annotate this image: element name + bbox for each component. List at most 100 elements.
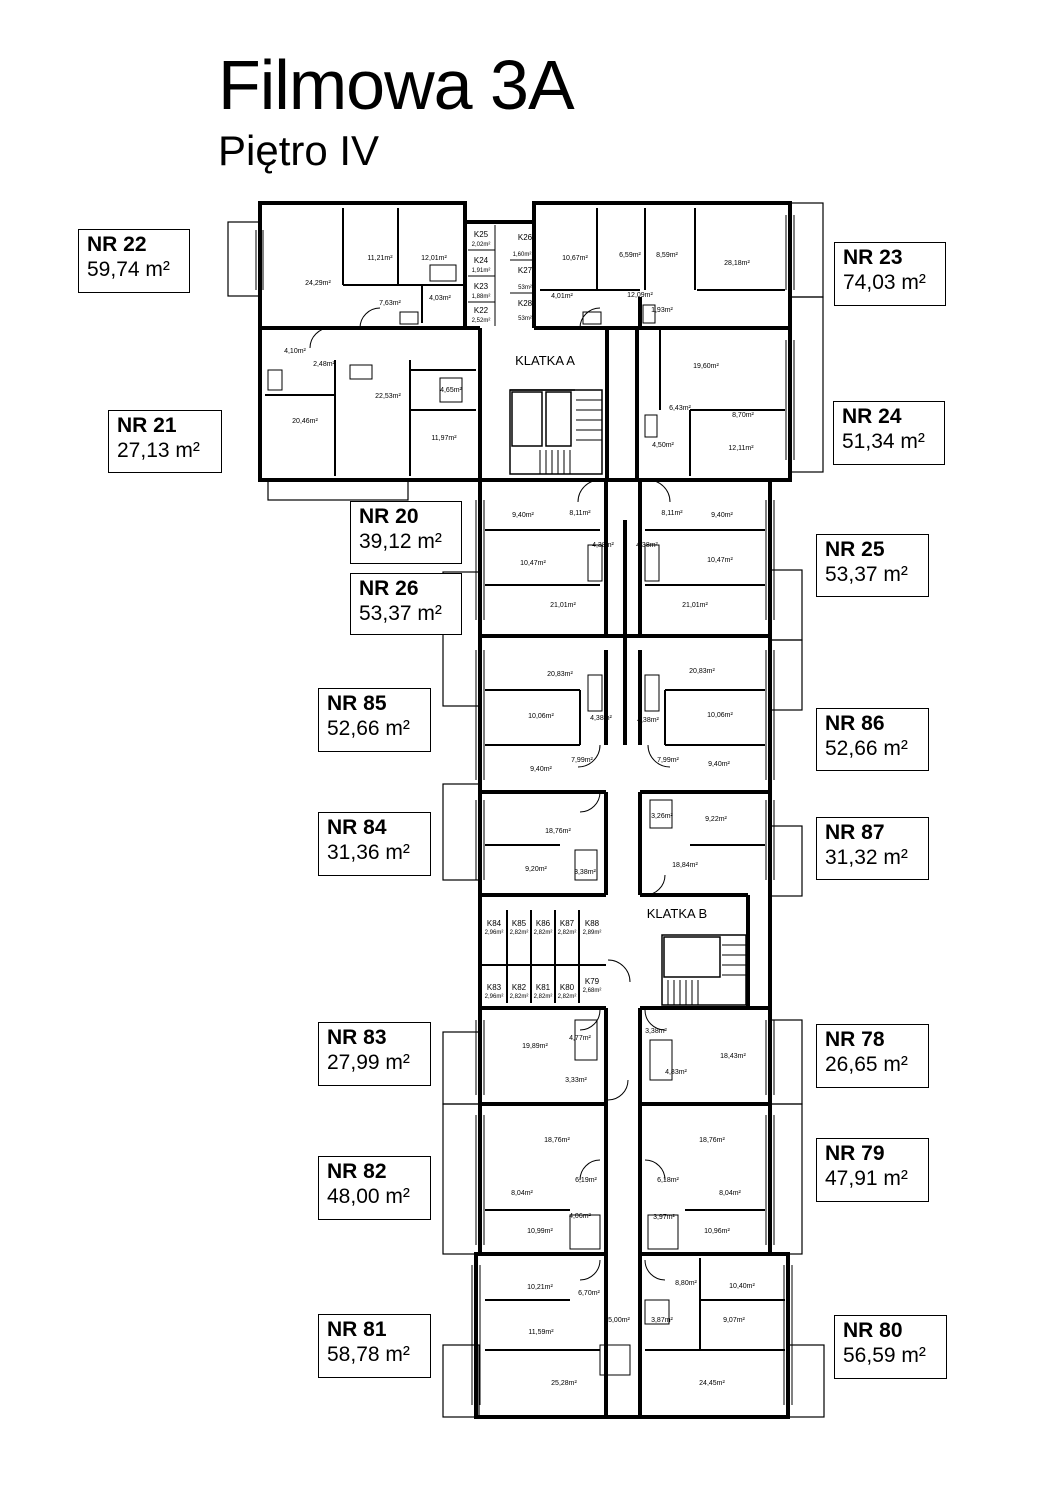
room-area: 18,43m² (720, 1053, 746, 1060)
apartment-area: 27,13 m² (117, 439, 200, 462)
apartment-nr24[interactable]: NR 24 51,34 m² (833, 401, 945, 465)
storage-area: 2,68m² (583, 988, 602, 994)
room-area: 12,11m² (728, 445, 754, 452)
storage-id: K84 (487, 919, 502, 928)
storage-top: K25 2,02m² K24 1,91m² K23 1,88m² K22 2,5… (472, 230, 533, 324)
room-area: 4,38m² (636, 542, 658, 549)
room-area: 9,40m² (711, 512, 733, 519)
storage-id: K24 (474, 256, 489, 265)
room-area: 8,80m² (675, 1280, 697, 1287)
apartment-number: NR 20 (359, 505, 419, 528)
room-area: 24,29m² (305, 280, 331, 287)
apartment-nr86[interactable]: NR 86 52,66 m² (816, 708, 929, 771)
apartment-nr23[interactable]: NR 23 74,03 m² (834, 242, 946, 306)
storage-id: K81 (536, 983, 551, 992)
room-area: 9,40m² (708, 761, 730, 768)
room-area: 20,83m² (547, 671, 573, 678)
apartment-nr79[interactable]: NR 79 47,91 m² (816, 1138, 929, 1202)
room-area: 22,53m² (375, 393, 401, 400)
room-area: 28,18m² (724, 260, 750, 267)
storage-area: 2,52m² (472, 318, 491, 324)
apartment-number: NR 81 (327, 1318, 387, 1341)
apartment-nr26[interactable]: NR 26 53,37 m² (350, 573, 462, 635)
page-subtitle: Piętro IV (218, 127, 380, 174)
room-area: 9,40m² (530, 766, 552, 773)
apartment-nr78[interactable]: NR 78 26,65 m² (816, 1024, 929, 1088)
room-area: 10,06m² (528, 713, 554, 720)
room-area: 11,97m² (431, 435, 457, 442)
storage-area: 1,88m² (472, 294, 491, 300)
storage-id: K22 (474, 306, 489, 315)
stairwell-b-label: KLATKA B (647, 906, 707, 921)
apartment-nr85[interactable]: NR 85 52,66 m² (318, 688, 431, 752)
apartment-area: 31,36 m² (327, 841, 410, 864)
room-area: 9,40m² (512, 512, 534, 519)
room-area: 9,07m² (723, 1317, 745, 1324)
room-area: 4,83m² (665, 1069, 687, 1076)
apartment-nr83[interactable]: NR 83 27,99 m² (318, 1022, 431, 1086)
stairwell-b (661, 934, 747, 1006)
room-area: 4,03m² (429, 295, 451, 302)
room-area: 20,46m² (292, 418, 318, 425)
apartment-area: 58,78 m² (327, 1343, 410, 1366)
room-area: 3,26m² (651, 813, 673, 820)
storage-area: 2,96m² (485, 994, 504, 1000)
apartment-number: NR 83 (327, 1026, 387, 1049)
room-area: 10,21m² (527, 1284, 553, 1291)
room-area: 3,97m² (653, 1214, 675, 1221)
apartment-number: NR 26 (359, 577, 419, 600)
storage-id: K26 (518, 233, 533, 242)
apartment-nr20[interactable]: NR 20 39,12 m² (350, 501, 462, 564)
room-area: 10,67m² (562, 255, 588, 262)
room-area: 7,99m² (657, 757, 679, 764)
room-area: 10,47m² (520, 560, 546, 567)
apartment-nr22[interactable]: NR 22 59,74 m² (78, 229, 190, 293)
apartment-number: NR 78 (825, 1028, 885, 1051)
room-area: 18,76m² (699, 1137, 725, 1144)
room-area: 1,93m² (651, 307, 673, 314)
apartment-nr82[interactable]: NR 82 48,00 m² (318, 1156, 431, 1220)
apartment-nr87[interactable]: NR 87 31,32 m² (816, 817, 929, 880)
storage-bottom: K84 2,96m² K85 2,82m² K86 2,82m² K87 2,8… (485, 919, 602, 1000)
storage-id: K83 (487, 983, 502, 992)
storage-area: 2,89m² (583, 930, 602, 936)
room-area: 4,38m² (592, 542, 614, 549)
room-area: 21,01m² (550, 602, 576, 609)
apartment-nr25[interactable]: NR 25 53,37 m² (816, 534, 929, 597)
room-area: 12,01m² (421, 255, 447, 262)
room-area: 10,40m² (729, 1283, 755, 1290)
apartment-nr81[interactable]: NR 81 58,78 m² (318, 1314, 431, 1378)
apartment-number: NR 24 (842, 405, 902, 428)
apartment-area: 48,00 m² (327, 1185, 410, 1208)
storage-area: 53m² (518, 285, 532, 291)
stairwell-a (509, 389, 603, 475)
storage-area: 2,82m² (558, 930, 577, 936)
apartment-number: NR 82 (327, 1160, 387, 1183)
apartment-number: NR 22 (87, 233, 147, 256)
room-area: 18,76m² (544, 1137, 570, 1144)
apartment-number: NR 21 (117, 414, 177, 437)
room-area: 3,38m² (574, 869, 596, 876)
storage-id: K23 (474, 282, 489, 291)
storage-area: 53m² (518, 316, 532, 322)
room-area: 8,70m² (732, 412, 754, 419)
room-area: 20,83m² (689, 668, 715, 675)
room-area: 6,18m² (657, 1177, 679, 1184)
apartment-number: NR 87 (825, 821, 885, 844)
room-area: 18,84m² (672, 862, 698, 869)
room-area: 4,65m² (440, 387, 462, 394)
room-area: 8,11m² (661, 510, 683, 517)
apartment-nr21[interactable]: NR 21 27,13 m² (108, 410, 222, 473)
room-area: 4,38m² (637, 717, 659, 724)
partitions (265, 208, 785, 1351)
room-area: 8,04m² (719, 1190, 741, 1197)
room-area: 3,38m² (645, 1028, 667, 1035)
apartment-nr80[interactable]: NR 80 56,59 m² (834, 1315, 947, 1379)
storage-area: 1,91m² (472, 268, 491, 274)
room-area: 9,22m² (705, 816, 727, 823)
apartment-area: 31,32 m² (825, 846, 908, 869)
apartment-nr84[interactable]: NR 84 31,36 m² (318, 812, 431, 876)
room-area: 10,47m² (707, 557, 733, 564)
room-area: 4,77m² (569, 1035, 591, 1042)
